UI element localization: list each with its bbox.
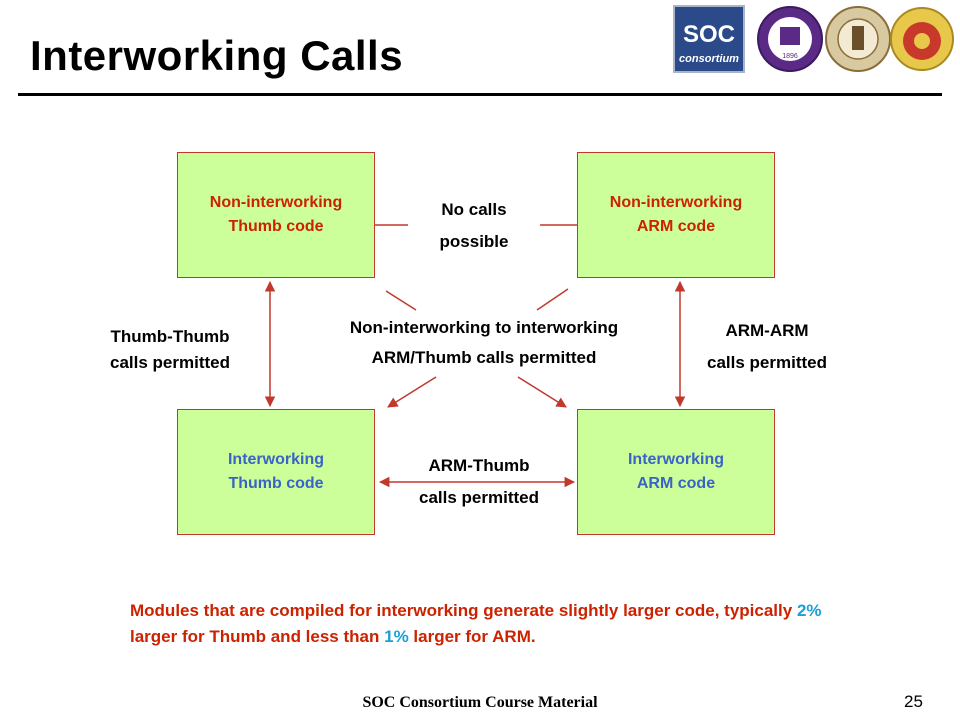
seal-year: 1896 [782,53,798,60]
box-non-interworking-thumb: Non-interworking Thumb code [177,152,375,278]
box-line-1: Interworking [227,451,324,468]
label-line-2: calls permitted [110,353,230,372]
note-thumb-percent: 2% [796,601,822,620]
diag-lower-left-arrow [387,376,437,408]
label-line-2: calls permitted [419,488,539,507]
box-line-1: Interworking [627,451,724,468]
label-line-1: ARM-ARM [725,321,809,340]
label-arm-arm: ARM-ARM calls permitted [684,315,850,379]
footer-course-material: SOC Consortium Course Material [362,694,598,711]
label-line-1: Thumb-Thumb [110,327,230,346]
label-line-2: calls permitted [707,353,827,372]
page-number: 25 [904,692,923,711]
logo-strip: SOC consortium 1896 [673,5,954,73]
box-line-1: Non-interworking [209,194,343,211]
diag-lower-right-arrow [517,376,567,408]
label-thumb-thumb: Thumb-Thumb calls permitted [82,324,258,376]
box-non-interworking-arm: Non-interworking ARM code [577,152,775,278]
university-seal-red [890,7,954,71]
university-seal-tan [825,6,891,72]
interworking-size-note: Modules that are compiled for interworki… [130,598,850,650]
box-interworking-arm: Interworking ARM code [577,409,775,535]
note-text-1: Modules that are compiled for interworki… [130,601,797,620]
box-line-1: Non-interworking [609,194,743,211]
label-arm-thumb: ARM-Thumb calls permitted [394,450,564,514]
university-seal-purple: 1896 [757,6,823,72]
soc-logo-text: SOC [683,21,735,48]
soc-consortium-logo: SOC consortium [673,5,745,73]
label-non-interworking-to-interworking: Non-interworking to interworking ARM/Thu… [304,313,664,373]
label-line-2: ARM/Thumb calls permitted [371,348,597,367]
box-line-2: ARM code [636,475,716,492]
note-arm-percent: 1% [384,627,409,646]
diag-upper-left-line [385,290,417,311]
note-text-2: larger for Thumb and less than [130,627,385,646]
note-text-3: larger for ARM. [408,627,536,646]
label-line-1: ARM-Thumb [428,456,530,475]
box-line-2: Thumb code [228,475,324,492]
page-title: Interworking Calls [30,32,404,79]
label-line-1: Non-interworking to interworking [349,318,619,337]
title-divider [18,93,942,96]
box-line-2: ARM code [636,218,716,235]
diag-upper-right-line [536,288,569,311]
label-no-calls: No calls possible [408,194,540,258]
label-line-2: possible [439,232,509,251]
box-line-2: Thumb code [228,218,324,235]
soc-logo-subtext: consortium [679,53,739,65]
box-interworking-thumb: Interworking Thumb code [177,409,375,535]
label-line-1: No calls [441,200,507,219]
